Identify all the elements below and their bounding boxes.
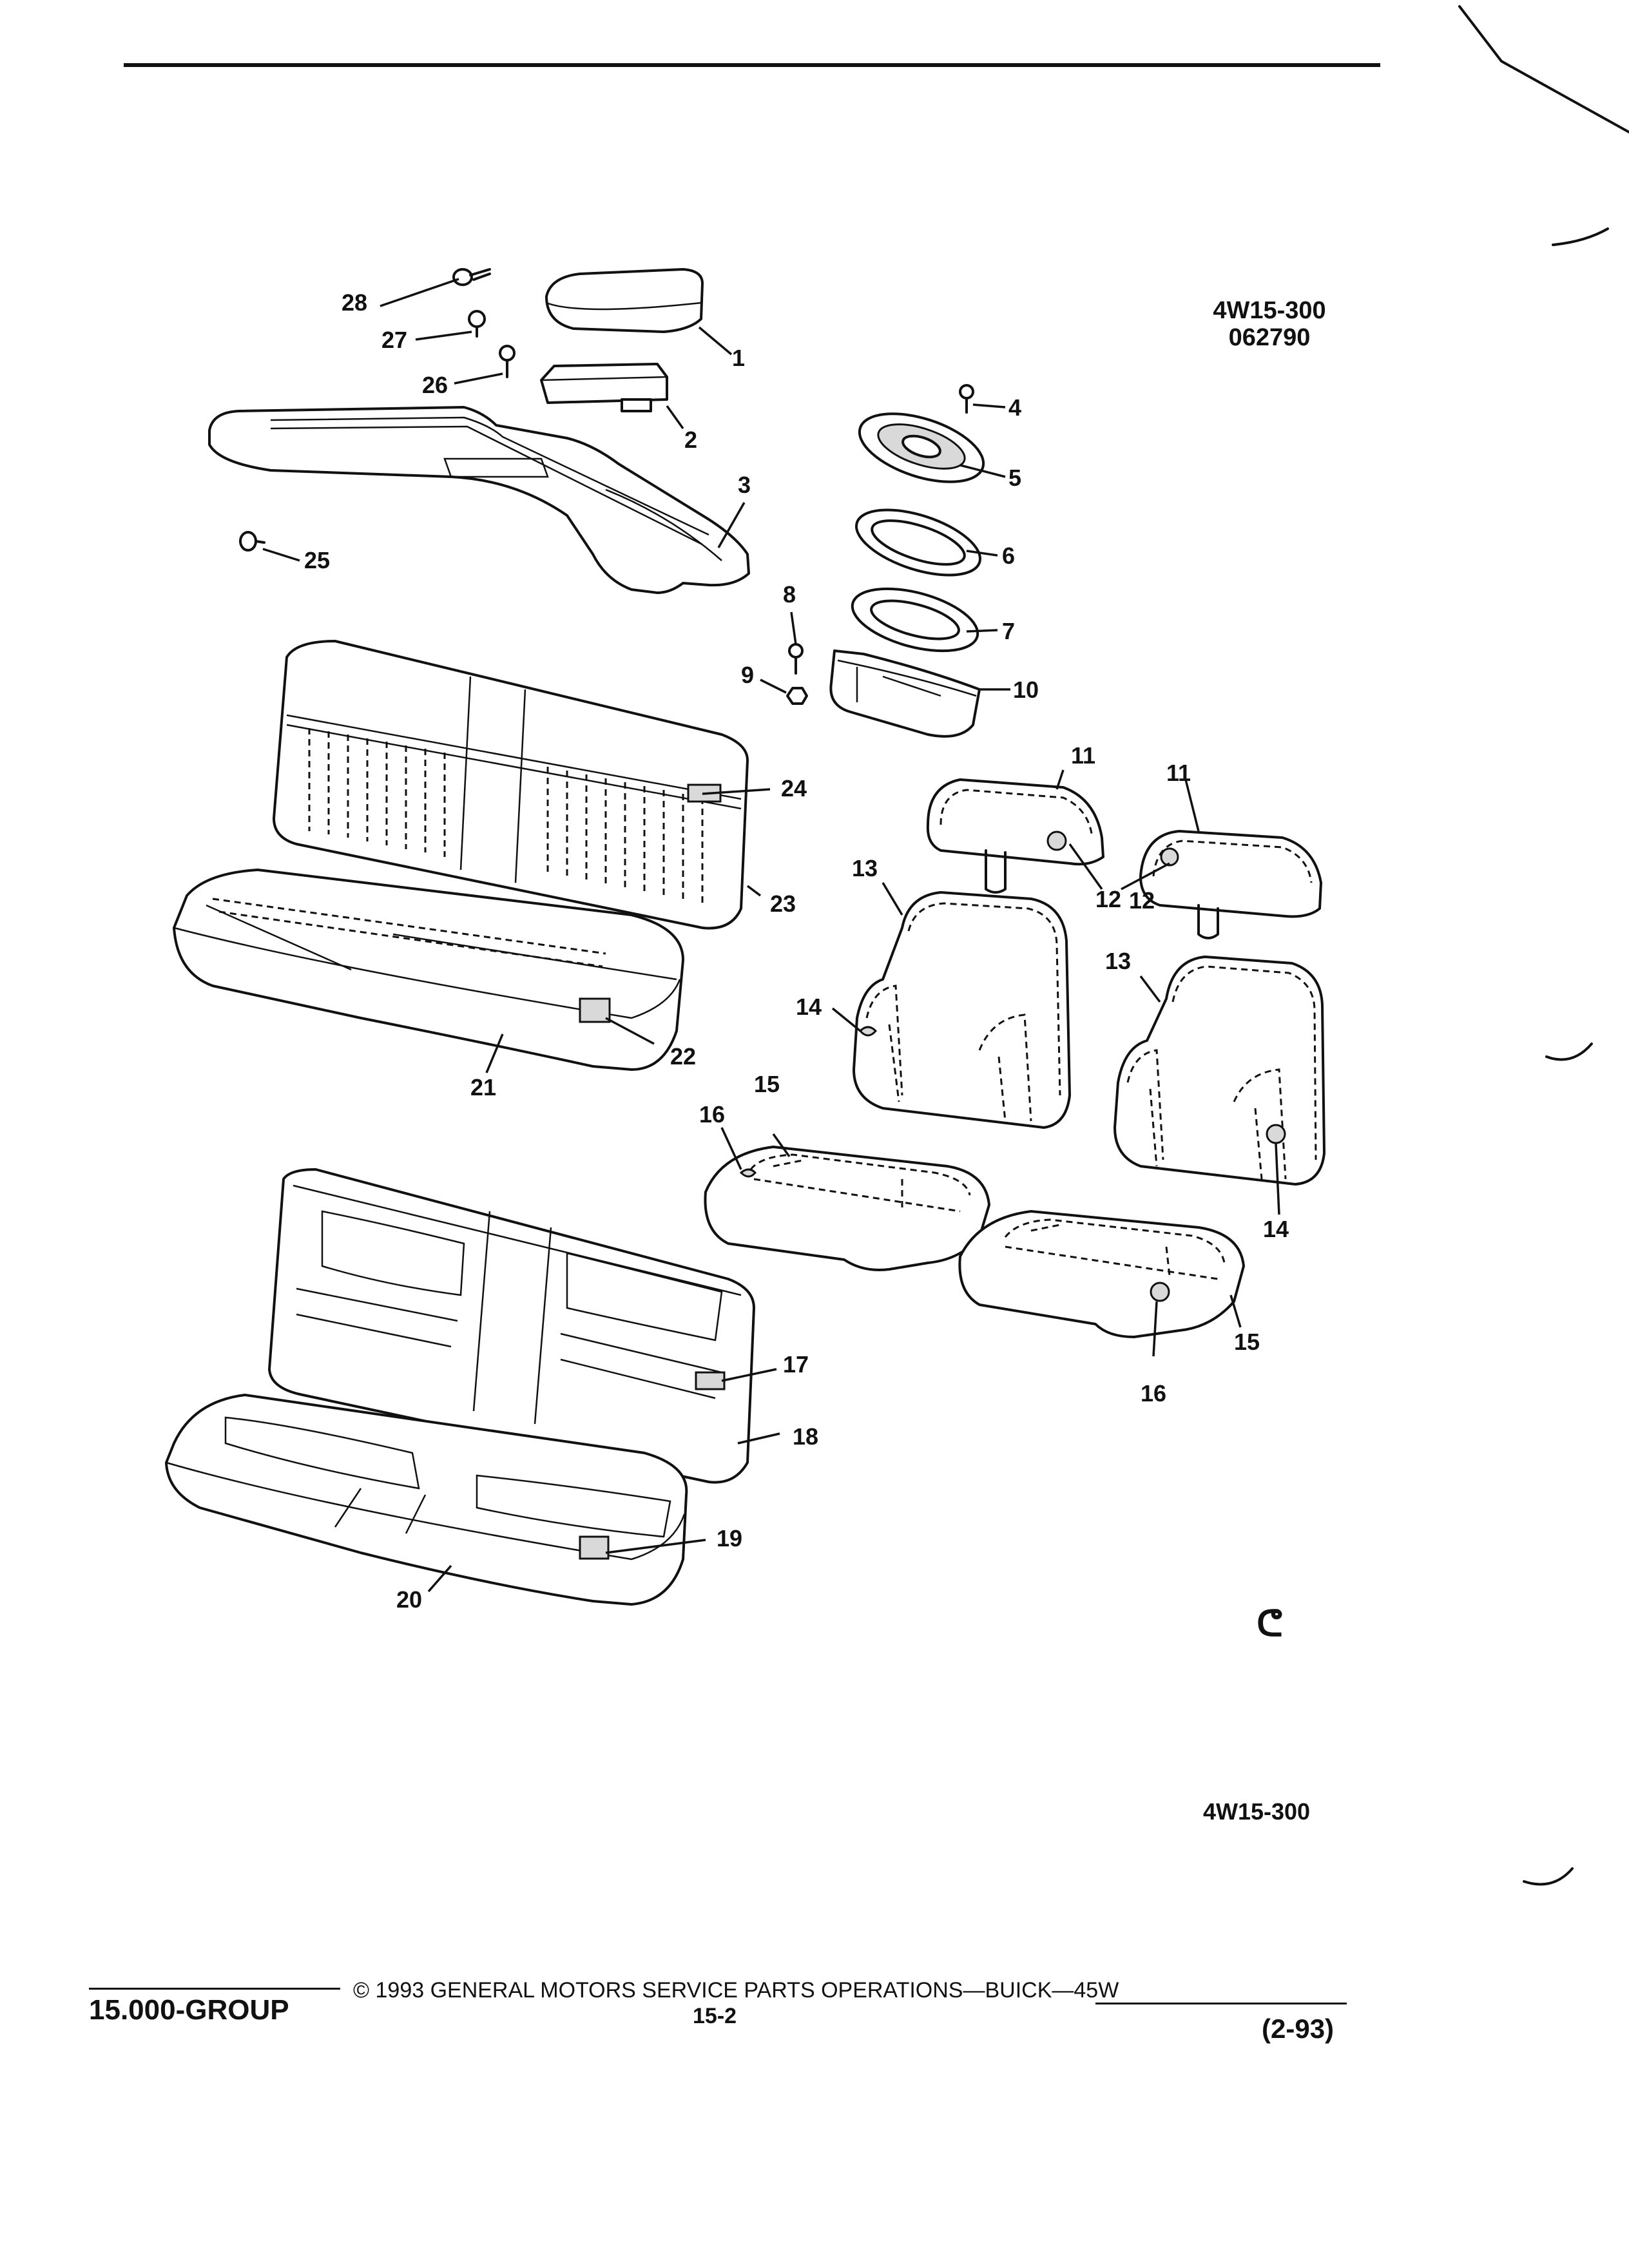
part-11-headrest-right [1139, 830, 1322, 939]
callout-16-right: 16 [1141, 1380, 1167, 1407]
part-28-screw [452, 268, 491, 286]
footer-copyright: © 1993 GENERAL MOTORS SERVICE PARTS OPER… [353, 1978, 1119, 2003]
part-18-bench-seat-back [268, 1168, 755, 1484]
callout-14-left: 14 [796, 994, 822, 1020]
part-25-pin [239, 531, 265, 552]
callout-14-right: 14 [1263, 1216, 1289, 1242]
part-23-bench-seat-back [273, 640, 749, 930]
callout-25: 25 [304, 547, 331, 573]
part-13-bucket-seat-back-left [853, 891, 1071, 1129]
callout-18: 18 [793, 1423, 819, 1450]
part-6-gasket [855, 508, 981, 577]
footer-revision: (2-93) [1262, 2013, 1335, 2044]
part-1-cover [545, 268, 704, 333]
illustration-code-date: 062790 [1228, 323, 1311, 351]
callout-15-right: 15 [1234, 1329, 1260, 1355]
footer-rule-right [1095, 2003, 1347, 2004]
top-rule [124, 63, 1380, 67]
callout-5: 5 [1008, 465, 1022, 491]
footer-rule-left [89, 1988, 340, 1990]
callout-1: 1 [732, 345, 746, 371]
callout-13-left: 13 [852, 855, 878, 881]
footer-page-number: 15-2 [693, 2004, 737, 2028]
page-curl-mark-1 [1552, 227, 1609, 246]
callout-16-left: 16 [699, 1101, 726, 1128]
callout-24: 24 [781, 775, 807, 802]
callout-11-left: 11 [1071, 742, 1096, 769]
callout-27: 27 [381, 327, 408, 353]
callout-11-right: 11 [1166, 760, 1191, 786]
callout-15-left: 15 [754, 1071, 780, 1097]
callout-2: 2 [684, 427, 698, 453]
part-8-bolt [788, 643, 804, 675]
part-13-bucket-seat-back-right [1113, 956, 1325, 1186]
callout-6: 6 [1002, 543, 1016, 569]
part-2-bracket [540, 363, 668, 412]
part-3-package-shelf [208, 406, 750, 594]
callout-leader-lines [262, 278, 1280, 1593]
callout-12-left: 12 [1095, 886, 1122, 912]
footer-group: 15.000-GROUP [89, 1994, 289, 2026]
callout-10: 10 [1013, 677, 1039, 703]
part-4-screw [959, 384, 974, 414]
illustration-code-bottom: 4W15-300 [1202, 1798, 1311, 1825]
callout-22: 22 [670, 1043, 697, 1070]
callout-3: 3 [738, 472, 751, 498]
part-27-clip [468, 310, 486, 338]
part-15-bucket-seat-cushion-right [958, 1210, 1245, 1338]
illustration-code: 4W15-300 062790 [1205, 297, 1334, 352]
callout-12-right: 12 [1129, 887, 1155, 914]
callout-21: 21 [470, 1074, 497, 1100]
part-5-speaker [858, 412, 985, 483]
callout-4: 4 [1008, 394, 1022, 421]
revision-symbol: ᕦ [1257, 1603, 1283, 1644]
part-21-bench-seat-cushion [173, 869, 684, 1071]
callout-17: 17 [783, 1351, 809, 1378]
callout-7: 7 [1002, 618, 1016, 644]
callout-20: 20 [396, 1586, 423, 1613]
callout-19: 19 [717, 1525, 743, 1552]
callout-8: 8 [783, 581, 796, 608]
callout-13-right: 13 [1105, 948, 1132, 974]
callout-26: 26 [422, 372, 448, 398]
page-curl-mark-3 [1523, 1867, 1574, 1886]
part-10-enclosure [829, 649, 981, 738]
part-11-headrest-left [926, 778, 1104, 894]
part-7-ring [851, 587, 979, 653]
part-20-bench-seat-cushion [165, 1394, 688, 1606]
part-9-nut [786, 687, 808, 705]
part-15-bucket-seat-cushion-left [704, 1146, 990, 1271]
callout-9: 9 [741, 662, 755, 688]
callout-28: 28 [342, 289, 368, 316]
page-curl-mark-2 [1545, 1043, 1593, 1061]
corner-mark-top [1458, 5, 1629, 133]
part-26-screw [499, 345, 516, 378]
illustration-code-primary: 4W15-300 [1213, 297, 1326, 324]
callout-23: 23 [770, 890, 796, 917]
